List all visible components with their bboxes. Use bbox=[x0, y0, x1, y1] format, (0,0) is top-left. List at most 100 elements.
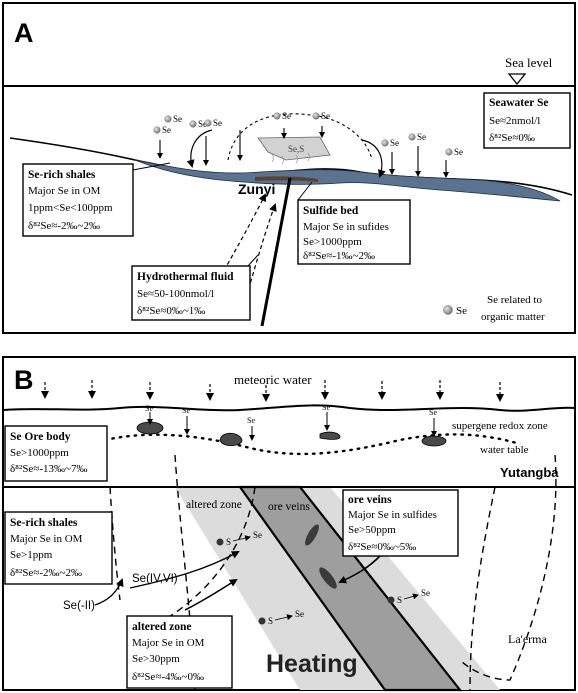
zunyi-label: Zunyi bbox=[238, 181, 275, 197]
panel-a-letter: A bbox=[14, 18, 34, 48]
seawater-se-box: Seawater Se Se≈2nmol/l δ⁸²Se≈0‰ bbox=[483, 92, 571, 149]
svg-text:Se>50ppm: Se>50ppm bbox=[348, 524, 396, 536]
vein-lens-2 bbox=[319, 567, 337, 589]
svg-text:S: S bbox=[268, 616, 273, 626]
svg-text:Se>30ppm: Se>30ppm bbox=[132, 653, 180, 665]
se-s-cluster bbox=[257, 136, 331, 161]
sea-level-label: Sea level bbox=[505, 55, 553, 70]
zunyi-fault bbox=[260, 177, 292, 327]
se-ore-body-box: Se Ore body Se>1000ppm δ⁸²Se≈-13‰~7‰ bbox=[4, 425, 108, 482]
water-table-line bbox=[103, 433, 522, 456]
altered-callout-arrow bbox=[184, 578, 238, 611]
svg-text:Se>1000ppm: Se>1000ppm bbox=[10, 447, 69, 459]
vein-lens-1 bbox=[305, 524, 319, 546]
near-surface-se-arrows: Se Se Se Se Se bbox=[145, 403, 437, 441]
sulfide-bed-box: Sulfide bed Major Se in sufides Se>1000p… bbox=[297, 199, 411, 265]
svg-text:ore veins: ore veins bbox=[348, 494, 392, 506]
svg-text:S: S bbox=[397, 595, 402, 605]
svg-text:Se: Se bbox=[322, 403, 330, 412]
svg-text:Se≈2nmol/l: Se≈2nmol/l bbox=[489, 115, 540, 127]
yutangba-label: Yutangba bbox=[500, 465, 559, 480]
se-iv-vi-label: Se(IV,VI) bbox=[132, 573, 178, 585]
svg-text:Se: Se bbox=[390, 138, 399, 148]
ground-surface bbox=[2, 404, 576, 412]
se-ii-arrow bbox=[94, 578, 124, 606]
svg-text:Se: Se bbox=[253, 530, 262, 540]
svg-text:Se: Se bbox=[321, 111, 330, 121]
svg-text:Se: Se bbox=[247, 416, 255, 425]
sea-level-triangle-icon bbox=[507, 73, 527, 86]
leader-lines bbox=[132, 162, 313, 267]
se-rich-shales-box: Se-rich shales Major Se in OM 1ppm<Se<10… bbox=[22, 163, 134, 237]
meteoric-water-label: meteoric water bbox=[234, 372, 312, 387]
svg-text:Se: Se bbox=[421, 588, 430, 598]
svg-text:δ⁸²Se≈-1‰~2‰: δ⁸²Se≈-1‰~2‰ bbox=[303, 250, 375, 262]
svg-text:Se: Se bbox=[145, 404, 153, 413]
svg-text:Sulfide bed: Sulfide bed bbox=[303, 205, 359, 217]
water-table-label: water table bbox=[480, 444, 529, 456]
svg-text:Major Se in OM: Major Se in OM bbox=[132, 637, 205, 649]
svg-text:Se: Se bbox=[282, 111, 291, 121]
cluster-plume bbox=[271, 152, 310, 165]
svg-text:Se Ore body: Se Ore body bbox=[10, 431, 71, 443]
svg-text:Se-rich shales: Se-rich shales bbox=[28, 169, 96, 181]
shale-bed bbox=[134, 159, 561, 202]
svg-text:Se: Se bbox=[162, 125, 171, 135]
svg-text:Major Se in OM: Major Se in OM bbox=[10, 533, 83, 545]
svg-text:Se-rich shales: Se-rich shales bbox=[10, 517, 78, 529]
svg-text:Se: Se bbox=[173, 114, 182, 124]
curved-arrow-left bbox=[186, 129, 213, 168]
svg-text:δ⁸²Se≈0‰: δ⁸²Se≈0‰ bbox=[489, 132, 535, 144]
circulation-dome bbox=[227, 113, 373, 161]
svg-text:δ⁸²Se≈-2‰~2‰: δ⁸²Se≈-2‰~2‰ bbox=[28, 220, 100, 232]
svg-text:S: S bbox=[226, 537, 231, 547]
svg-text:δ⁸²Se≈-2‰~2‰: δ⁸²Se≈-2‰~2‰ bbox=[10, 567, 82, 579]
sulfide-bed bbox=[255, 176, 318, 182]
se-ii-label: Se(-II) bbox=[63, 600, 95, 612]
panel-b-letter: B bbox=[14, 365, 34, 395]
svg-text:δ⁸²Se≈0‰~1‰: δ⁸²Se≈0‰~1‰ bbox=[137, 305, 205, 317]
svg-text:Se: Se bbox=[182, 406, 190, 415]
ore-veins-box: ore veins Major Se in sulfides Se>50ppm … bbox=[342, 489, 459, 557]
svg-text:δ⁸²Se≈-4‰~0‰: δ⁸²Se≈-4‰~0‰ bbox=[132, 671, 204, 683]
organic-se-legend: Se Se related to organic matter bbox=[443, 294, 545, 323]
svg-text:Se>1000ppm: Se>1000ppm bbox=[303, 236, 362, 248]
altered-zone-box: altered zone Major Se in OM Se>30ppm δ⁸²… bbox=[126, 615, 233, 689]
panel-b: B meteoric water supergene redox zone wa… bbox=[2, 356, 576, 692]
near-surface-ore-bodies bbox=[136, 421, 447, 447]
svg-text:Se: Se bbox=[213, 118, 222, 128]
svg-text:Se: Se bbox=[454, 147, 463, 157]
heating-label: Heating bbox=[266, 650, 358, 678]
svg-text:Seawater Se: Seawater Se bbox=[489, 97, 549, 109]
supergene-label: supergene redox zone bbox=[452, 420, 548, 432]
settling-arrows bbox=[157, 126, 449, 178]
laerma-label: La'erma bbox=[508, 632, 547, 646]
svg-text:Se: Se bbox=[456, 305, 467, 317]
s-se-exchange-markers: S Se S Se S Se bbox=[216, 530, 430, 626]
svg-text:Se related to: Se related to bbox=[487, 294, 542, 306]
svg-text:1ppm<Se<100ppm: 1ppm<Se<100ppm bbox=[28, 202, 113, 214]
se-rich-shales-box-b: Se-rich shales Major Se in OM Se>1ppm δ⁸… bbox=[4, 511, 113, 585]
svg-text:altered zone: altered zone bbox=[132, 621, 192, 633]
svg-text:Se: Se bbox=[295, 609, 304, 619]
hydrothermal-flow-arrows bbox=[209, 193, 277, 317]
ore-veins-label: ore veins bbox=[268, 501, 310, 513]
altered-zone-label: altered zone bbox=[186, 499, 242, 511]
hydrothermal-fluid-box: Hydrothermal fluid Se≈50-100nmol/l δ⁸²Se… bbox=[131, 265, 251, 321]
svg-text:Se>1ppm: Se>1ppm bbox=[10, 549, 53, 561]
curved-arrow-right bbox=[361, 139, 386, 178]
meteoric-water-arrows bbox=[41, 380, 504, 402]
cluster-label: Se,S bbox=[288, 144, 304, 154]
svg-text:Major Se in sufides: Major Se in sufides bbox=[303, 221, 389, 233]
svg-text:Se: Se bbox=[198, 119, 207, 129]
veins-callout-arrow bbox=[338, 555, 381, 584]
svg-text:organic matter: organic matter bbox=[481, 311, 545, 323]
se-particles: Se Se Se Se Se Se Se Se Se bbox=[153, 111, 463, 157]
svg-text:Major Se in sulfides: Major Se in sulfides bbox=[348, 509, 437, 521]
svg-text:Major Se in OM: Major Se in OM bbox=[28, 185, 101, 197]
se-iv-vi-arrow bbox=[129, 551, 240, 589]
svg-text:Se: Se bbox=[417, 132, 426, 142]
svg-text:Se: Se bbox=[429, 408, 437, 417]
panel-a: A Sea level Se,S Se bbox=[2, 2, 576, 334]
